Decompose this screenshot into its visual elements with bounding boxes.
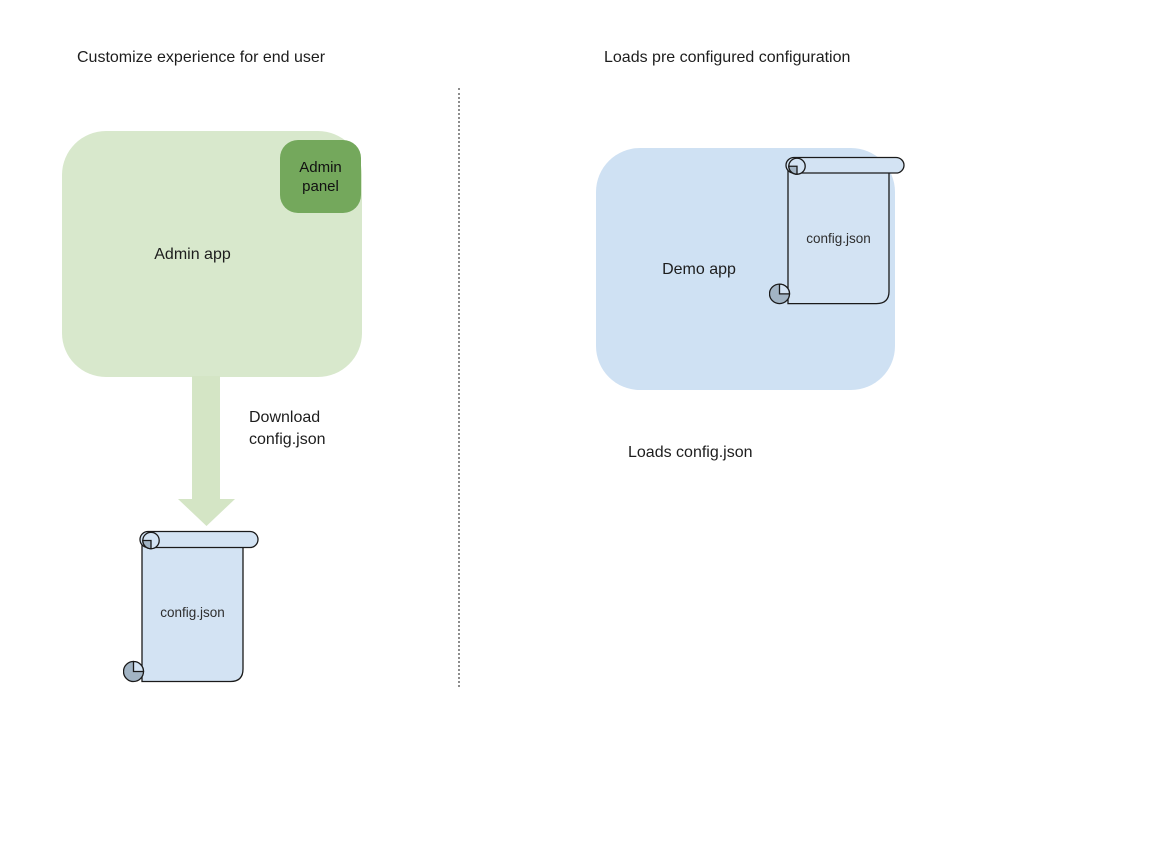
down-arrow-icon <box>178 376 235 526</box>
loads-config-caption: Loads config.json <box>628 444 753 461</box>
admin-panel-label: Admin panel <box>299 158 342 195</box>
download-caption-line2: config.json <box>249 431 326 448</box>
download-config-caption: Download config.json <box>249 407 326 451</box>
scroll-shape-icon <box>769 156 905 305</box>
config-json-label-left: config.json <box>160 605 225 620</box>
config-json-scroll-left: config.json <box>123 530 259 685</box>
config-json-scroll-right: config.json <box>769 156 905 307</box>
admin-app-label: Admin app <box>154 246 231 263</box>
right-section-title: Loads pre configured configuration <box>604 49 851 66</box>
admin-panel-box: Admin panel <box>280 140 361 213</box>
config-json-label-right: config.json <box>806 231 871 246</box>
dotted-separator <box>458 88 460 687</box>
download-caption-line1: Download <box>249 409 321 426</box>
scroll-shape-icon <box>123 530 259 683</box>
admin-app-box: Admin app Admin panel <box>62 131 362 377</box>
demo-app-label: Demo app <box>662 261 736 278</box>
left-section-title: Customize experience for end user <box>77 49 326 66</box>
